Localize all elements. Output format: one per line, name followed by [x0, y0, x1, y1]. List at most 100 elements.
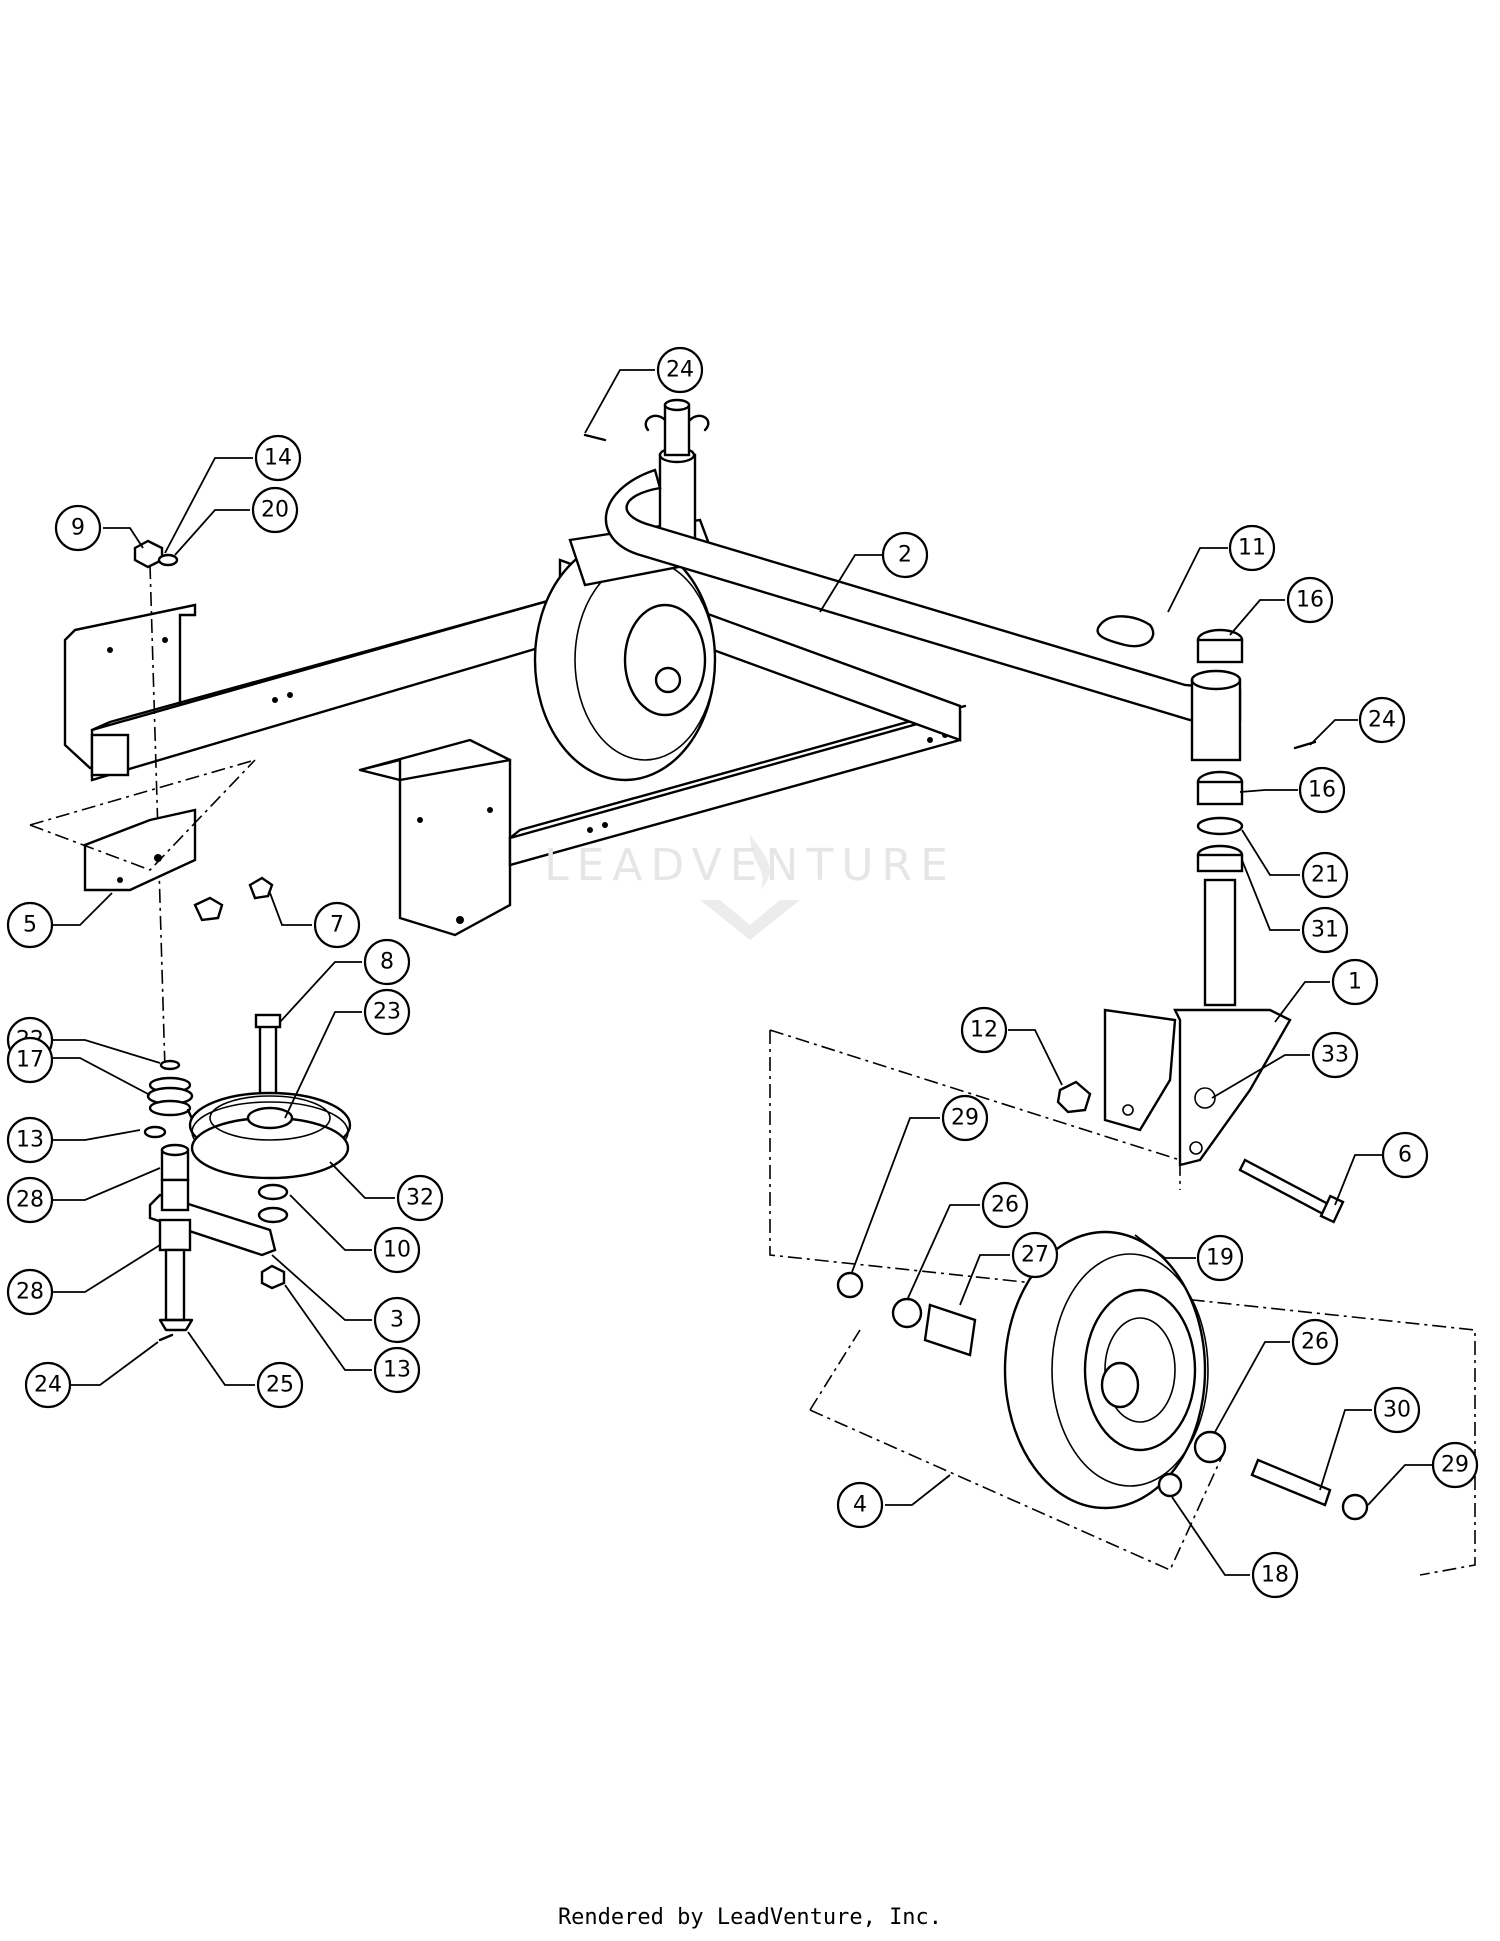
callout-30: 30 [1373, 1386, 1421, 1434]
callout-number: 20 [261, 498, 289, 523]
callout-circle [6, 901, 54, 949]
front-wheel-assembly [769, 1029, 1476, 1576]
callout-number: 16 [1296, 588, 1324, 613]
callout-number: 21 [1311, 863, 1339, 888]
callout-number: 29 [1441, 1453, 1469, 1478]
callout-circle [1311, 1031, 1359, 1079]
callout-17: 17 [6, 1036, 54, 1084]
callout-14: 14 [254, 434, 302, 482]
callout-number: 14 [264, 446, 292, 471]
callout-number: 5 [23, 913, 37, 938]
callout-10: 10 [373, 1226, 421, 1274]
callout-number: 17 [16, 1048, 44, 1073]
callout-number: 33 [1321, 1043, 1349, 1068]
callout-circle [24, 1361, 72, 1409]
callout-circle [251, 486, 299, 534]
callout-circle [1301, 906, 1349, 954]
callout-circle [1196, 1234, 1244, 1282]
callout-7: 7 [313, 901, 361, 949]
callout-19: 19 [1196, 1234, 1244, 1282]
callout-circle [836, 1481, 884, 1529]
callout-circle [941, 1094, 989, 1142]
callout-24: 24 [1358, 696, 1406, 744]
callout-circle [373, 1226, 421, 1274]
callout-3: 3 [373, 1296, 421, 1344]
callout-circle [54, 504, 102, 552]
callout-23: 23 [363, 988, 411, 1036]
callout-circle [881, 531, 929, 579]
callout-number: 6 [1398, 1143, 1412, 1168]
callout-24: 24 [656, 346, 704, 394]
callout-circle [6, 1116, 54, 1164]
callout-circle [254, 434, 302, 482]
leadventure-logo-watermark [700, 835, 800, 940]
callout-number: 24 [666, 358, 694, 383]
callout-number: 16 [1308, 778, 1336, 803]
callout-20: 20 [251, 486, 299, 534]
callout-number: 13 [16, 1128, 44, 1153]
callout-9: 9 [54, 504, 102, 552]
callout-31: 31 [1301, 906, 1349, 954]
callout-number: 25 [266, 1373, 294, 1398]
callout-number: 31 [1311, 918, 1339, 943]
callout-circle [373, 1296, 421, 1344]
callout-number: 26 [1301, 1330, 1329, 1355]
callout-21: 21 [1301, 851, 1349, 899]
callout-circle [1431, 1441, 1479, 1489]
callout-number: 9 [71, 516, 85, 541]
callout-number: 11 [1238, 536, 1266, 561]
callout-number: 3 [390, 1308, 404, 1333]
callout-number: 24 [34, 1373, 62, 1398]
callout-circle [363, 938, 411, 986]
callout-number: 8 [380, 950, 394, 975]
callout-circle [313, 901, 361, 949]
callout-number: 18 [1261, 1563, 1289, 1588]
callout-number: 4 [853, 1493, 867, 1518]
callout-16: 16 [1298, 766, 1346, 814]
callout-circle [1358, 696, 1406, 744]
callout-number: 27 [1021, 1243, 1049, 1268]
callout-4: 4 [836, 1481, 884, 1529]
callout-6: 6 [1381, 1131, 1429, 1179]
callout-number: 1 [1348, 970, 1362, 995]
callout-circle [1301, 851, 1349, 899]
callout-number: 32 [406, 1186, 434, 1211]
callout-circle [6, 1036, 54, 1084]
callout-number: 24 [1368, 708, 1396, 733]
callout-8: 8 [363, 938, 411, 986]
watermark-text: LEADVENTURE [544, 840, 956, 891]
callout-circle [1331, 958, 1379, 1006]
callout-circle [1373, 1386, 1421, 1434]
callout-13: 13 [373, 1346, 421, 1394]
callout-circle [363, 988, 411, 1036]
idler-assembly [29, 539, 352, 1342]
callout-circle [1291, 1318, 1339, 1366]
callout-25: 25 [256, 1361, 304, 1409]
callout-labels: 2414920211162416213157823221713283210283… [6, 346, 1479, 1599]
callout-circle [1251, 1551, 1299, 1599]
callout-circle [373, 1346, 421, 1394]
callout-leaders [53, 369, 1432, 1576]
callout-33: 33 [1311, 1031, 1359, 1079]
callout-circle [981, 1181, 1029, 1229]
callout-number: 2 [898, 543, 912, 568]
callout-28: 28 [6, 1176, 54, 1224]
callout-circle [960, 1006, 1008, 1054]
callout-5: 5 [6, 901, 54, 949]
footer-credit: Rendered by LeadVenture, Inc. [557, 1905, 943, 1930]
callout-number: 10 [383, 1238, 411, 1263]
callout-number: 12 [970, 1018, 998, 1043]
callout-26: 26 [981, 1181, 1029, 1229]
callout-circle [656, 346, 704, 394]
callout-2: 2 [881, 531, 929, 579]
callout-27: 27 [1011, 1231, 1059, 1279]
callout-number: 28 [16, 1280, 44, 1305]
callout-circle [1298, 766, 1346, 814]
callout-11: 11 [1228, 524, 1276, 572]
callout-circle [1228, 524, 1276, 572]
callout-29: 29 [941, 1094, 989, 1142]
callout-number: 13 [383, 1358, 411, 1383]
callout-32: 32 [396, 1174, 444, 1222]
